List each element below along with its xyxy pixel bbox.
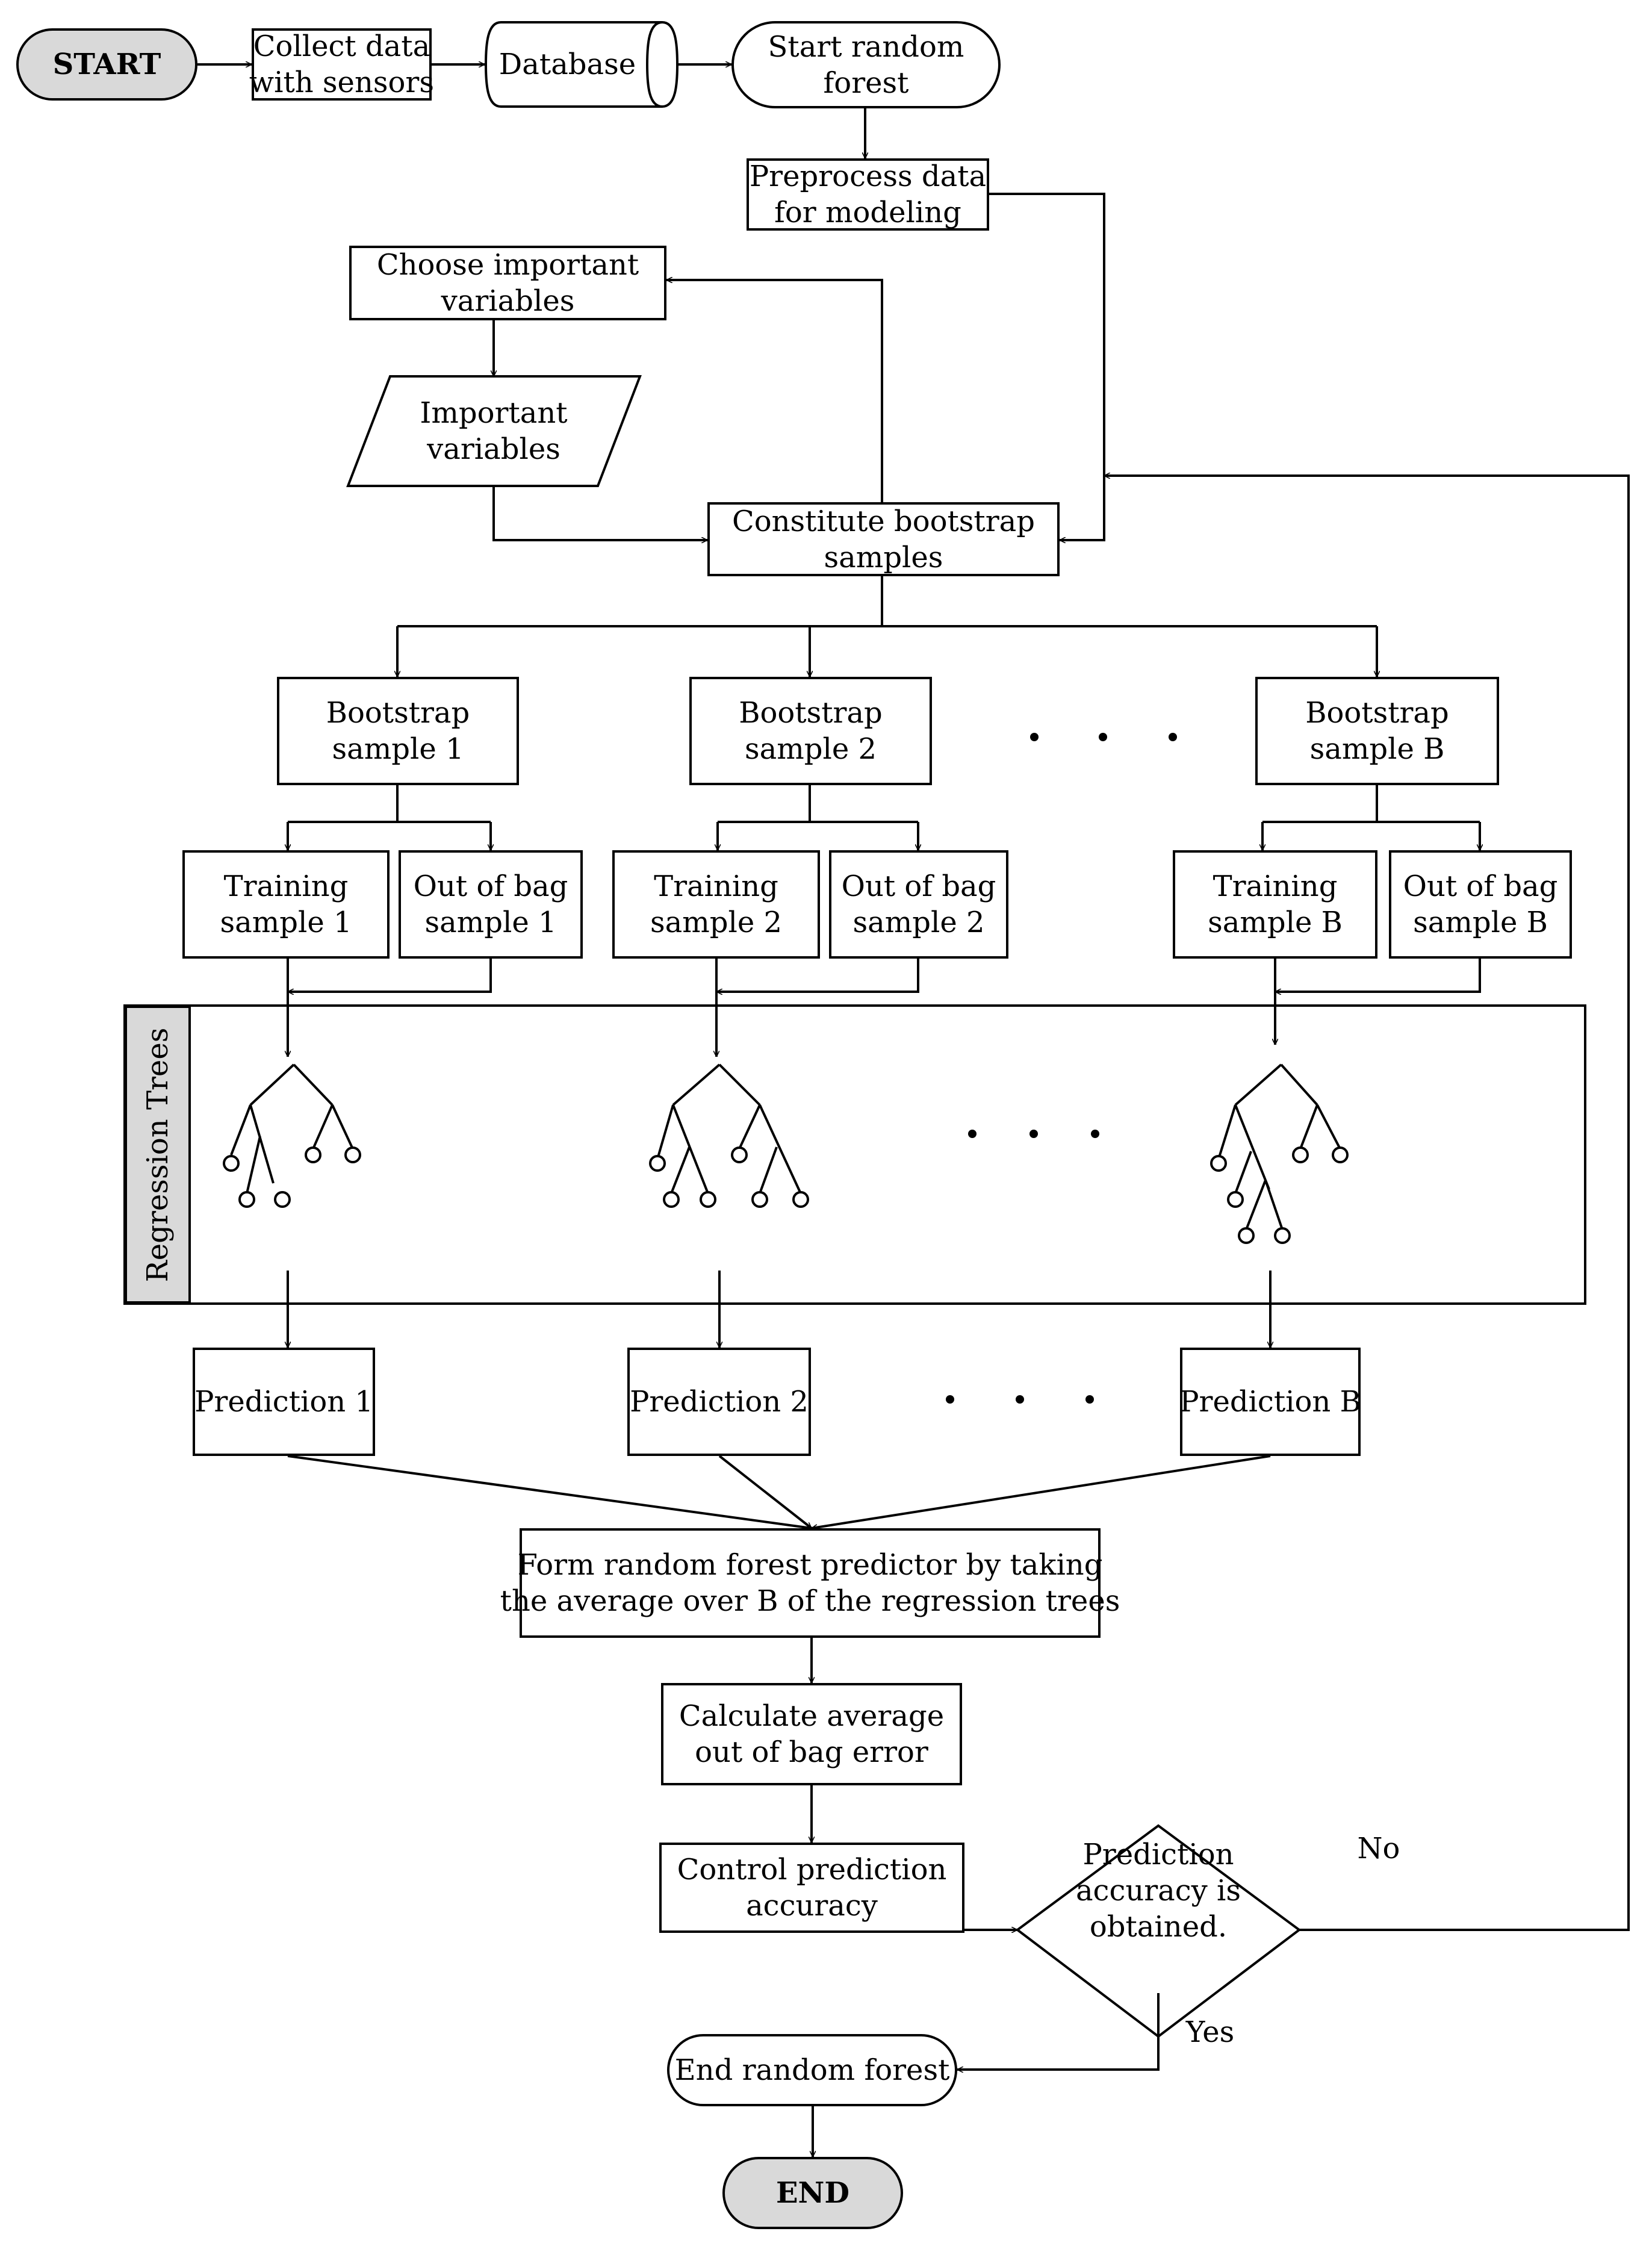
- oob-sample-B-label: Out of bag sample B: [1403, 869, 1558, 939]
- oob-sample-1-label: Out of bag sample 1: [413, 869, 568, 939]
- merge-oob2: [716, 959, 919, 992]
- end-label: END: [775, 2176, 850, 2210]
- arrow-no-loop-back: [1104, 476, 1630, 1931]
- oob-sample-2-label: Out of bag sample 2: [841, 869, 996, 939]
- training-sample-B-label: Training sample B: [1208, 869, 1343, 939]
- arrow-constitute-to-choose: [666, 280, 883, 502]
- choose-variables-box: Choose important variables: [349, 246, 666, 320]
- choose-variables-label: Choose important variables: [376, 248, 639, 318]
- regression-trees-region: [123, 1004, 1586, 1305]
- end-random-forest-label: End random forest: [674, 2053, 950, 2087]
- preprocess-box: Preprocess data for modeling: [747, 158, 989, 231]
- end-random-forest-box: End random forest: [667, 2034, 957, 2106]
- split-boot1: [288, 785, 491, 823]
- merge-oobB: [1275, 959, 1481, 992]
- important-variables-text: Important variables: [385, 376, 602, 486]
- oob-sample-2-box: Out of bag sample 2: [829, 850, 1008, 959]
- arrow-important-to-constitute: [492, 486, 707, 540]
- start-terminal: START: [16, 28, 197, 101]
- training-sample-2-label: Training sample 2: [650, 869, 783, 939]
- database-text-box: Database: [488, 28, 647, 101]
- prediction-2-label: Prediction 2: [630, 1385, 809, 1419]
- regression-trees-label-box: Regression Trees: [125, 1006, 191, 1304]
- yes-label: Yes: [1185, 2015, 1235, 2049]
- merge-oob1: [288, 959, 492, 992]
- arrow-preprocess-to-constitute: [989, 193, 1105, 540]
- bootstrap-sample-1-label: Bootstrap sample 1: [326, 696, 470, 766]
- bootstrap-sample-2-box: Bootstrap sample 2: [689, 677, 932, 785]
- no-edge-label: No: [1337, 1828, 1421, 1870]
- prediction-2-box: Prediction 2: [627, 1348, 811, 1456]
- oob-sample-B-box: Out of bag sample B: [1389, 850, 1572, 959]
- arrow-pred1-to-form: [287, 1455, 812, 1528]
- important-variables-label: Important variables: [420, 396, 568, 466]
- ellipsis-predictions: [946, 1395, 1094, 1404]
- control-accuracy-box: Control prediction accuracy: [659, 1843, 964, 1933]
- bootstrap-sample-2-label: Bootstrap sample 2: [739, 696, 883, 766]
- collect-data-box: Collect data with sensors: [249, 28, 434, 101]
- start-random-forest-box: Start random forest: [731, 21, 1001, 108]
- training-sample-1-box: Training sample 1: [182, 850, 390, 959]
- split-lines-bootstrap: [397, 576, 1377, 627]
- start-label: START: [52, 48, 161, 81]
- decision-label: Prediction accuracy is obtained.: [1075, 1838, 1241, 1944]
- constitute-label: Constitute bootstrap samples: [732, 504, 1035, 574]
- tree-1-icon: [223, 1063, 361, 1208]
- decision-text-box: Prediction accuracy is obtained.: [1048, 1831, 1269, 1951]
- ellipsis-trees: [968, 1130, 1099, 1138]
- arrow-pred2-to-form: [718, 1455, 812, 1529]
- form-predictor-label: Form random forest predictor by taking t…: [500, 1548, 1120, 1618]
- database-shape: [484, 21, 679, 108]
- tree-2-icon: [649, 1063, 809, 1208]
- yes-edge-label: Yes: [1168, 2011, 1252, 2053]
- prediction-1-box: Prediction 1: [193, 1348, 375, 1456]
- preprocess-label: Preprocess data for modeling: [749, 160, 987, 229]
- training-sample-1-label: Training sample 1: [220, 869, 352, 939]
- no-label: No: [1357, 1832, 1400, 1865]
- split-boot2: [718, 785, 918, 823]
- training-sample-2-box: Training sample 2: [612, 850, 820, 959]
- calc-oob-error-box: Calculate average out of bag error: [661, 1683, 962, 1785]
- prediction-1-label: Prediction 1: [194, 1385, 373, 1419]
- end-terminal: END: [722, 2157, 903, 2229]
- database-label: Database: [498, 48, 636, 81]
- calc-oob-error-label: Calculate average out of bag error: [678, 1699, 945, 1769]
- decision-shape: [1015, 1824, 1302, 2038]
- bootstrap-sample-B-label: Bootstrap sample B: [1305, 696, 1449, 766]
- bootstrap-sample-1-box: Bootstrap sample 1: [277, 677, 519, 785]
- prediction-B-label: Prediction B: [1179, 1385, 1361, 1419]
- tree-B-icon: [1210, 1063, 1349, 1244]
- ellipsis-bootstrap: [1030, 733, 1177, 741]
- important-variables-shape: [346, 375, 642, 487]
- control-accuracy-label: Control prediction accuracy: [677, 1853, 947, 1923]
- constitute-box: Constitute bootstrap samples: [707, 502, 1060, 576]
- arrow-predB-to-form: [812, 1455, 1271, 1528]
- training-sample-B-box: Training sample B: [1173, 850, 1377, 959]
- form-predictor-box: Form random forest predictor by taking t…: [500, 1528, 1120, 1638]
- split-bootB: [1262, 785, 1480, 823]
- regression-trees-label: Regression Trees: [141, 1027, 175, 1282]
- prediction-B-box: Prediction B: [1179, 1348, 1361, 1456]
- bootstrap-sample-B-box: Bootstrap sample B: [1255, 677, 1499, 785]
- arrow-yes-to-end-rf: [957, 1993, 1160, 2070]
- oob-sample-1-box: Out of bag sample 1: [399, 850, 583, 959]
- start-random-forest-label: Start random forest: [768, 30, 964, 100]
- collect-data-label: Collect data with sensors: [249, 30, 434, 99]
